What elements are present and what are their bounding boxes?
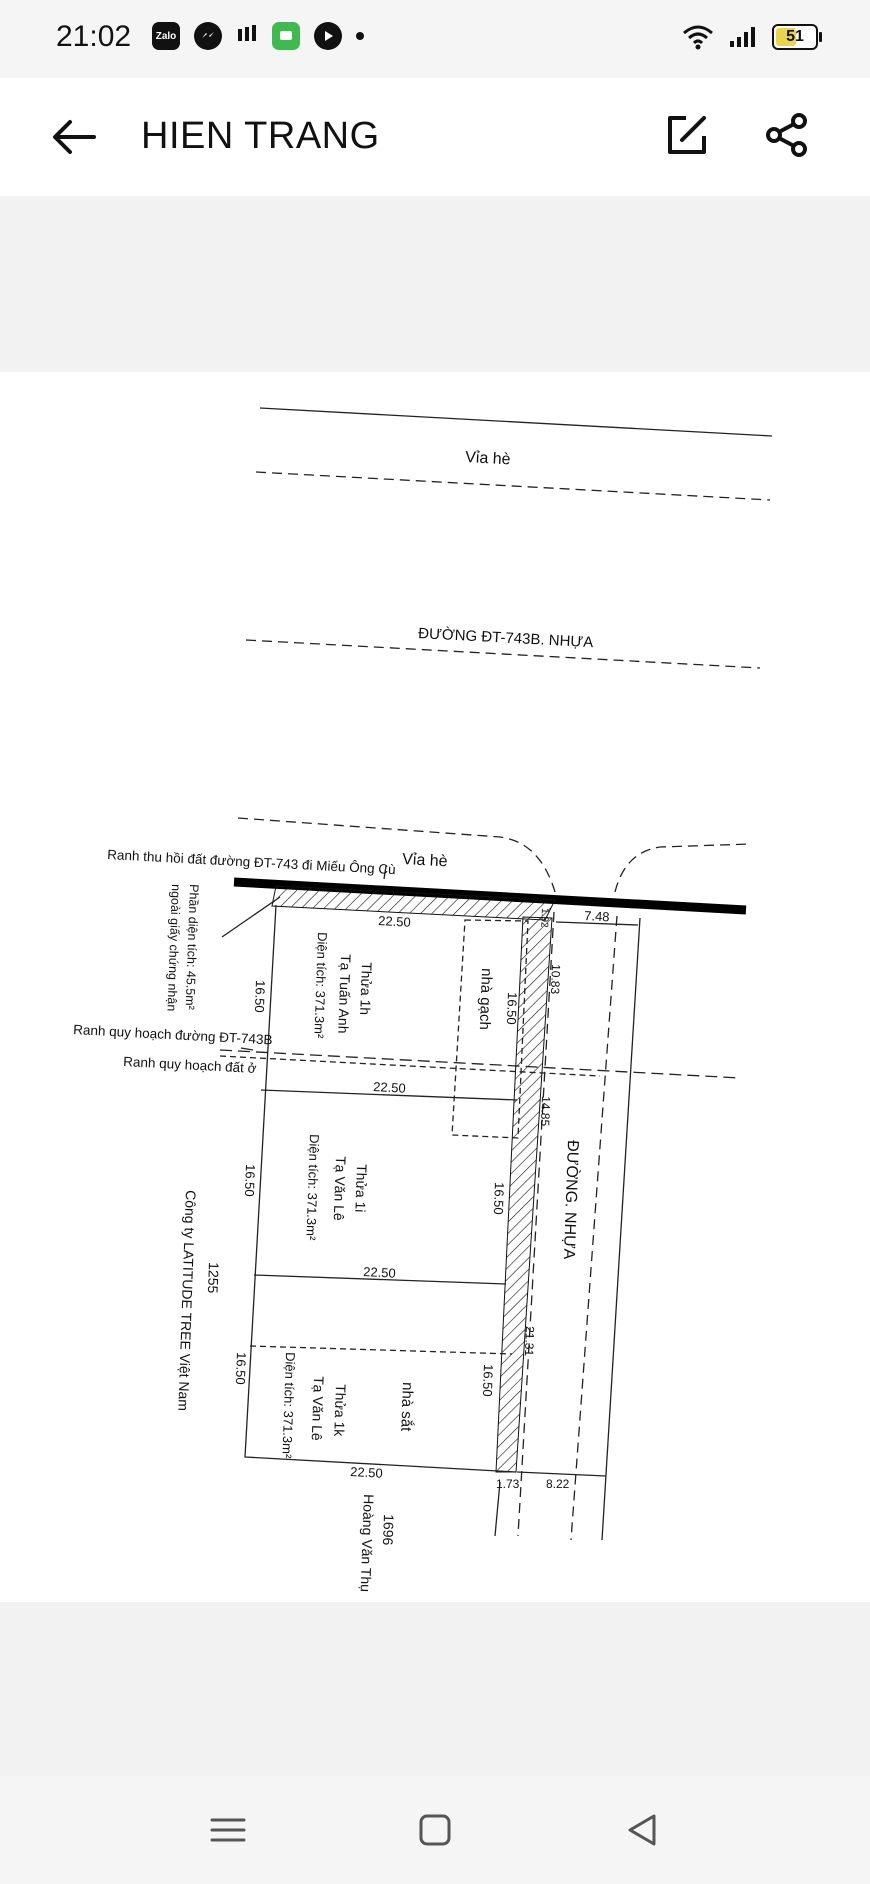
system-nav-bar xyxy=(0,1776,870,1884)
road-side-dash-1 xyxy=(517,911,555,1537)
wifi-icon xyxy=(683,25,713,50)
area-outside-label-1: Phần diện tích: 45.5m² xyxy=(183,884,201,1010)
dim-1650-left-1: 16.50 xyxy=(252,980,268,1013)
cellular-signal-icon xyxy=(730,27,755,47)
dim-173: 1.73 xyxy=(496,1477,520,1491)
more-notifications-dot xyxy=(356,32,364,40)
system-status: 51 xyxy=(682,24,822,50)
back-button[interactable] xyxy=(50,116,98,158)
road-side-edge xyxy=(601,917,641,1541)
lot-1h-owner: Tạ Tuấn Anh xyxy=(335,954,354,1034)
dim-748-line xyxy=(555,921,639,926)
dim-1650-left-3: 16.50 xyxy=(233,1352,249,1385)
home-square-icon xyxy=(419,1814,451,1846)
tick-mark xyxy=(240,1047,254,1051)
dim-1650-right-3: 16.50 xyxy=(480,1364,496,1397)
edit-icon xyxy=(668,116,706,154)
parcel-1255-label: 1255 xyxy=(205,1262,222,1294)
neighbor-number-label: 1696 xyxy=(380,1514,397,1546)
road-side-label: ĐƯỜNG. NHỰA xyxy=(560,1140,583,1260)
lot-1i-owner: Tạ Văn Lê xyxy=(331,1156,349,1221)
share-icon xyxy=(766,113,807,157)
edit-button[interactable] xyxy=(664,112,710,158)
sidewalk-line xyxy=(255,471,771,501)
notification-icons: Zalo xyxy=(152,22,364,50)
lot-1k-area: Diện tích: 371.3m² xyxy=(279,1352,298,1459)
dim-822-line xyxy=(516,1471,607,1477)
planning-road-line xyxy=(219,1049,741,1079)
neighbor-name-label: Hoàng Văn Thụ xyxy=(358,1494,377,1592)
zalo-icon: Zalo xyxy=(152,22,180,50)
planning-residential-line xyxy=(219,1055,601,1077)
play-icon xyxy=(314,22,342,50)
dim-2131: 21.31 xyxy=(522,1326,537,1357)
dim-1650-left-2: 16.50 xyxy=(242,1164,258,1197)
lot-1k-owner: Tạ Văn Lê xyxy=(309,1376,327,1441)
sidewalk-bottom-label: Vỉa hè xyxy=(402,851,448,870)
dim-2250-third: 22.50 xyxy=(363,1264,396,1281)
menu-icon xyxy=(210,1818,246,1842)
road-top-label: ĐƯỜNG ĐT-743B. NHỰA xyxy=(418,625,594,651)
dim-1485: 14.85 xyxy=(538,1096,553,1127)
lot-divider-1 xyxy=(260,1089,518,1101)
road-edge-line xyxy=(259,407,773,437)
recovery-boundary-label: Ranh thu hồi đất đường ĐT-743 đi Miếu Ôn… xyxy=(107,847,396,877)
status-time: 21:02 xyxy=(56,20,132,53)
arrow-left-icon xyxy=(53,120,96,154)
area-leader-line xyxy=(221,896,281,938)
messenger-icon xyxy=(194,22,222,50)
dim-2250-bottom: 22.50 xyxy=(350,1464,383,1481)
image-viewer[interactable]: Vỉa hè ĐƯỜNG ĐT-743B. NHỰA Vỉa hè Ranh t… xyxy=(0,372,870,1602)
iron-house-label: nhà sắt xyxy=(397,1382,416,1433)
system-back-button[interactable] xyxy=(618,1806,666,1854)
company-name-label: Công ty LATITUDE TREE Việt Nam xyxy=(175,1190,199,1411)
lots-outline xyxy=(244,904,517,1473)
battery-level: 51 xyxy=(786,28,804,45)
sidewalk-curve-left xyxy=(237,817,556,893)
dim-1650-right-2: 16.50 xyxy=(491,1182,507,1215)
status-bar: 21:02 Zalo 51 xyxy=(0,0,870,78)
north-arrow xyxy=(383,865,387,880)
planning-road-label: Ranh quy hoạch đường ĐT-743B xyxy=(73,1022,273,1047)
road-side-inner xyxy=(494,1481,501,1537)
sidewalk-curve-right xyxy=(614,843,751,893)
lot-1i-name: Thửa 1i xyxy=(352,1164,370,1213)
battery-icon: 51 xyxy=(772,24,822,50)
app-bar: HIEN TRANG xyxy=(0,78,870,196)
signal-bars-icon xyxy=(236,23,258,50)
road-side-dash-2 xyxy=(570,915,618,1541)
lot-1h-name: Thửa 1h xyxy=(357,962,375,1015)
planning-residential-label: Ranh quy hoạch đất ở xyxy=(123,1054,257,1076)
recovery-boundary-line xyxy=(233,877,747,915)
dim-748: 7.48 xyxy=(584,908,610,924)
lot-divider-2 xyxy=(253,1274,507,1285)
brick-house-outline xyxy=(451,919,529,1139)
dim-2250-second: 22.50 xyxy=(373,1079,406,1096)
recent-apps-button[interactable] xyxy=(204,1806,252,1854)
lot-1k-name: Thửa 1k xyxy=(331,1384,349,1438)
chat-icon xyxy=(272,22,300,50)
back-triangle-icon xyxy=(628,1814,656,1846)
home-button[interactable] xyxy=(411,1806,459,1854)
lot-1i-area: Diện tích: 371.3m² xyxy=(303,1134,322,1241)
page-title: HIEN TRANG xyxy=(141,115,380,157)
road-centre-line xyxy=(245,639,761,669)
land-plan-drawing: Vỉa hè ĐƯỜNG ĐT-743B. NHỰA Vỉa hè Ranh t… xyxy=(73,407,773,1592)
dim-192: 1.92 xyxy=(538,908,550,928)
dim-822: 8.22 xyxy=(546,1477,570,1491)
area-outside-label-2: ngoài giấy chứng nhận xyxy=(165,884,183,1012)
dim-1650-right-1: 16.50 xyxy=(504,992,520,1025)
sidewalk-top-label: Vỉa hè xyxy=(465,449,511,468)
iron-house-line xyxy=(249,1345,513,1355)
dim-2250-top: 22.50 xyxy=(378,913,411,930)
dim-1083: 10.83 xyxy=(548,964,563,995)
lot-1h-area: Diện tích: 371.3m² xyxy=(311,932,330,1039)
share-button[interactable] xyxy=(764,112,810,158)
brick-house-label: nhà gạch xyxy=(476,968,495,1030)
